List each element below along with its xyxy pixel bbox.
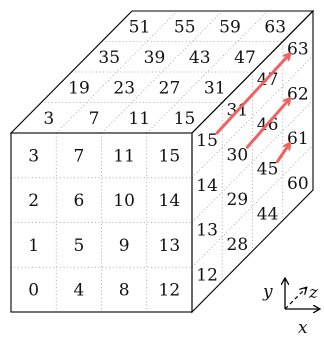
cell-label: 11: [128, 109, 150, 129]
cell-label: 51: [129, 17, 151, 37]
cell-label: 61: [287, 129, 309, 149]
axis-indicator: y x z: [262, 279, 319, 338]
cell-label: 19: [68, 78, 90, 98]
cell-label: 7: [89, 109, 100, 129]
cell-label: 31: [204, 78, 226, 98]
cell-label: 12: [159, 281, 181, 301]
cell-label: 63: [287, 40, 309, 60]
cell-label: 7: [73, 146, 84, 166]
cell-label: 14: [196, 176, 218, 196]
cell-label: 45: [257, 160, 279, 180]
cell-label: 29: [227, 190, 249, 210]
cell-label: 5: [73, 236, 84, 256]
cell-label: 30: [227, 145, 249, 165]
cell-label: 27: [159, 78, 181, 98]
grid-line: [191, 55, 314, 179]
cell-label: 1: [28, 236, 39, 256]
cell-label: 12: [196, 265, 218, 285]
cell-label: 3: [43, 109, 54, 129]
cell-label: 28: [227, 235, 249, 255]
cell-label: 6: [73, 191, 84, 211]
cell-label: 35: [98, 48, 120, 68]
cell-label: 55: [174, 17, 196, 37]
grid-line: [101, 10, 223, 134]
z-axis-label: z: [308, 283, 319, 303]
red-arrow: [215, 54, 289, 135]
cell-label: 11: [113, 146, 135, 166]
z-axis-arrow: [284, 288, 306, 310]
cell-label: 23: [113, 78, 135, 98]
cube-outline: [9, 9, 315, 314]
grid-line: [191, 144, 314, 268]
grid-line: [146, 10, 269, 134]
right-face: [191, 9, 314, 314]
grid-line: [191, 100, 314, 223]
red-arrow: [275, 144, 289, 164]
cell-label: 13: [159, 236, 181, 256]
red-arrows: [215, 54, 289, 164]
right-face-labels: 15141312313029284746454463626160: [196, 40, 308, 286]
cell-label: 13: [196, 221, 218, 241]
cell-label: 14: [159, 191, 181, 211]
cell-label: 0: [28, 281, 39, 301]
cell-label: 47: [234, 48, 256, 68]
cell-label: 3: [28, 146, 39, 166]
cell-label: 60: [287, 174, 309, 194]
grid-line: [55, 10, 178, 134]
cell-label: 62: [287, 84, 309, 104]
cell-label: 9: [119, 236, 130, 256]
cell-label: 2: [28, 191, 39, 211]
cell-label: 15: [174, 109, 196, 129]
cell-label: 63: [264, 17, 286, 37]
red-arrow: [245, 99, 289, 149]
top-face-labels: 51 55 59 63 35 39 43 47 19 23 27 31 3 7 11 15: [43, 17, 286, 129]
cell-label: 4: [73, 281, 84, 301]
cell-label: 43: [189, 48, 211, 68]
dotted-grid-lines: [11, 10, 314, 312]
cell-label: 59: [219, 17, 241, 37]
x-axis-label: x: [298, 318, 308, 338]
cell-label: 39: [144, 48, 166, 68]
cell-label: 15: [196, 131, 218, 151]
y-axis-label: y: [262, 282, 273, 302]
cell-label: 44: [257, 204, 279, 224]
cell-label: 8: [119, 281, 130, 301]
cell-label: 10: [113, 191, 135, 211]
cell-label: 15: [159, 146, 181, 166]
